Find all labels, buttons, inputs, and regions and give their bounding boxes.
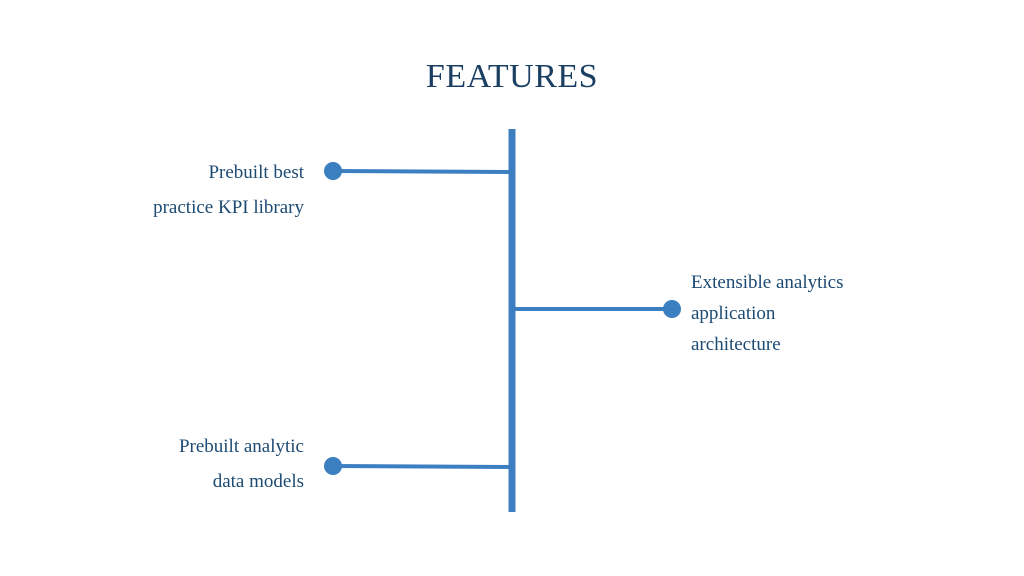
feature-label-line: application: [691, 303, 776, 324]
feature-label-line: Extensible analytics: [691, 272, 844, 293]
feature-2-dot: [663, 300, 681, 318]
feature-label-line: data models: [212, 471, 304, 492]
feature-3-connector: [332, 464, 513, 469]
feature-3-dot: [324, 457, 342, 475]
feature-1-connector: [332, 169, 513, 174]
feature-label-line: Prebuilt analytic: [178, 436, 304, 457]
feature-label-kpi-library: Prebuilt best practice KPI library: [153, 155, 304, 225]
feature-label-line: architecture: [691, 334, 781, 355]
feature-1-dot: [324, 162, 342, 180]
slide-title: FEATURES: [425, 58, 599, 95]
feature-label-data-models: Prebuilt analytic data models: [179, 429, 304, 499]
feature-label-architecture: Extensible analytics application archite…: [691, 267, 843, 360]
feature-label-line: Prebuilt best: [208, 162, 304, 183]
feature-label-line: practice KPI library: [153, 197, 304, 218]
